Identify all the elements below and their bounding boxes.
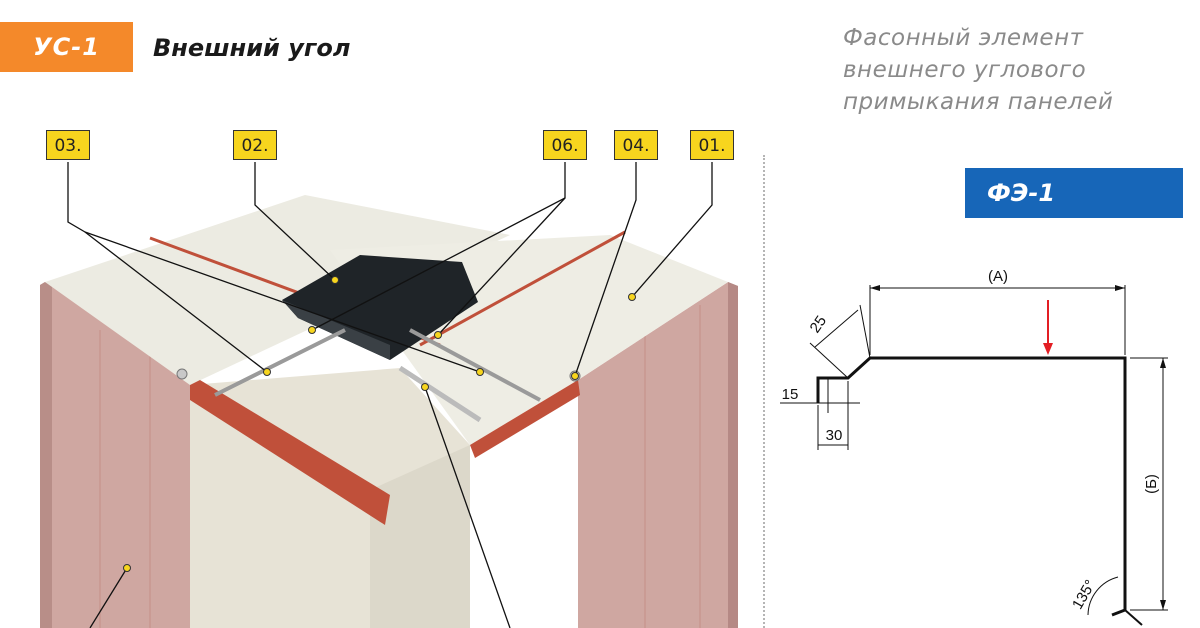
description-line-2: внешнего углового bbox=[843, 57, 1087, 83]
dim-25-label: 25 bbox=[807, 313, 830, 336]
left-panel-top bbox=[45, 195, 510, 385]
callout-03: 03. bbox=[46, 130, 90, 160]
part-code-badge: ФЭ-1 bbox=[965, 168, 1183, 218]
callout-02: 02. bbox=[233, 130, 277, 160]
profile-drawing: (А) (Б) 25 15 30 135° bbox=[780, 268, 1168, 626]
vertical-divider bbox=[763, 155, 765, 628]
dim-15-label: 15 bbox=[782, 386, 799, 403]
profile-shape bbox=[816, 356, 1127, 617]
fastener-rod-right bbox=[409, 328, 541, 402]
dim-30-label: 30 bbox=[826, 427, 843, 444]
right-red-edge bbox=[470, 380, 580, 458]
corner-illustration bbox=[40, 162, 738, 628]
screw-left bbox=[176, 368, 188, 380]
corner-flashing bbox=[282, 255, 478, 360]
callout-04: 04. bbox=[614, 130, 658, 160]
leader-dots bbox=[123, 276, 636, 572]
section-title: Внешний угол bbox=[153, 34, 351, 62]
left-panel bbox=[40, 282, 190, 628]
callout-06: 06. bbox=[543, 130, 587, 160]
dim-a-label: (А) bbox=[988, 268, 1008, 285]
description-line-3: примыкания панелей bbox=[843, 89, 1114, 115]
section-code-badge: УС-1 bbox=[0, 22, 133, 72]
dim-b-label: (Б) bbox=[1143, 474, 1160, 494]
fastener-rod-left bbox=[214, 328, 346, 397]
description-line-1: Фасонный элемент bbox=[843, 25, 1084, 51]
leader-lines bbox=[67, 162, 713, 628]
left-red-edge bbox=[190, 380, 390, 525]
right-panel bbox=[578, 282, 738, 628]
dim-angle-label: 135° bbox=[1069, 577, 1099, 612]
callout-01: 01. bbox=[690, 130, 734, 160]
element-description: Фасонный элемент внешнего углового примы… bbox=[843, 22, 1193, 118]
